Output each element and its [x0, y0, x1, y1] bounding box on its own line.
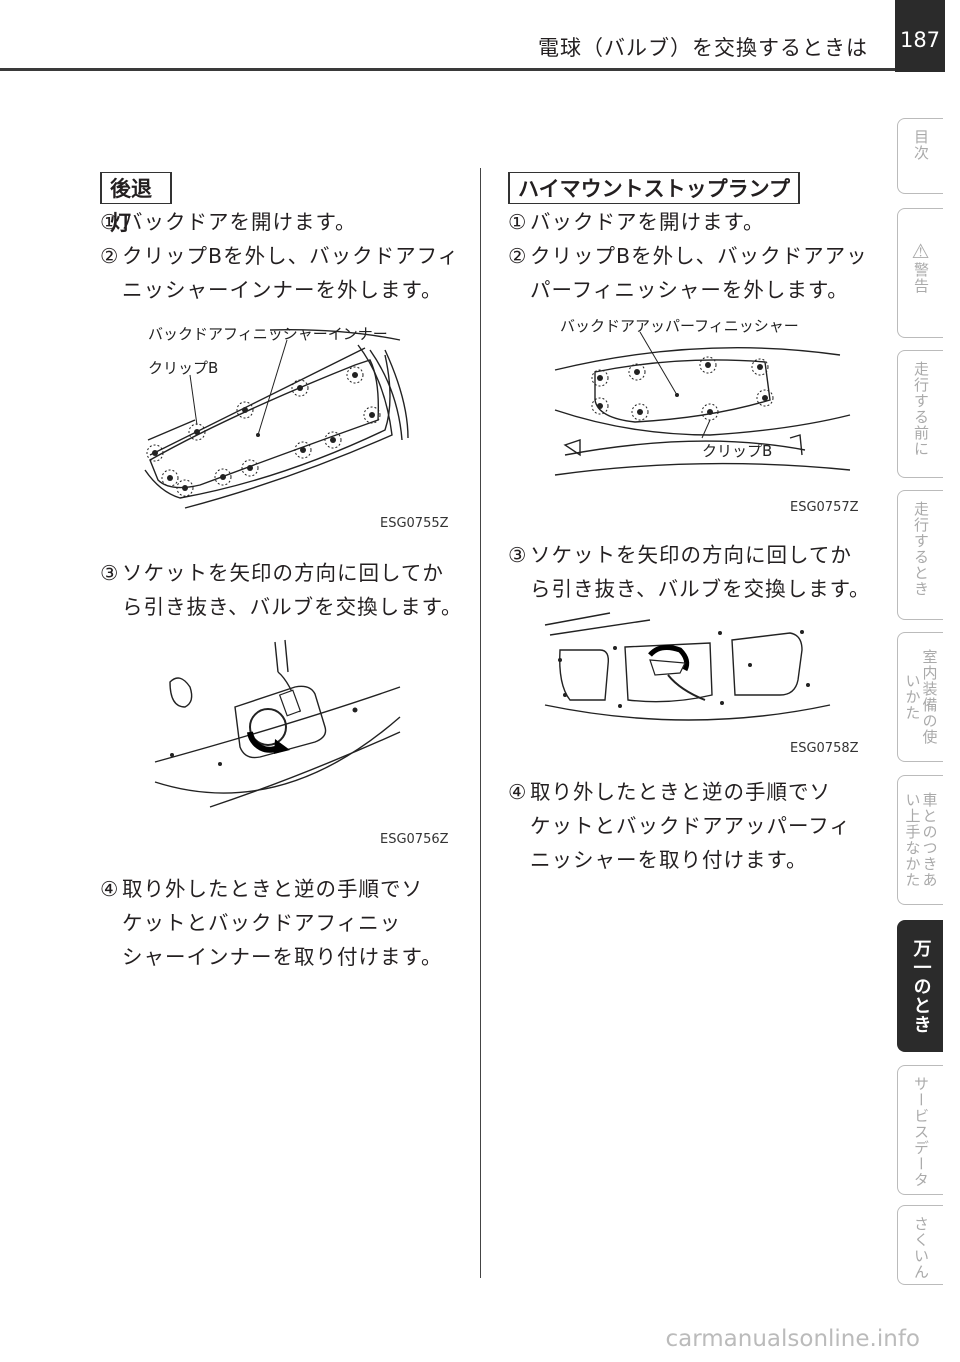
figure-code: ESG0757Z [790, 500, 859, 515]
tab-interior[interactable]: 室内装備の使いかた [897, 632, 943, 762]
section-title: 電球（バルブ）を交換するときは [538, 36, 868, 60]
header-rule [0, 68, 895, 71]
column-divider [480, 168, 481, 1278]
left-heading: 後退灯 [100, 172, 172, 235]
page-header: 電球（バルブ）を交換するときは 187 [0, 0, 960, 74]
figure-code: ESG0758Z [790, 741, 859, 756]
page-number: 187 [895, 0, 945, 72]
tab-driving[interactable]: 走行するとき [897, 490, 943, 620]
tab-before-driving[interactable]: 走行する前に [897, 350, 943, 478]
figure-socket-right [540, 605, 860, 735]
right-heading: ハイマウントストップランプ [508, 172, 800, 204]
figure-code: ESG0755Z [380, 516, 449, 531]
tab-warning[interactable]: ⚠ 警告 [897, 208, 943, 338]
fig-label-upper-finisher: バックドアアッパーフィニッシャー [560, 317, 799, 335]
tab-index[interactable]: さくいん [897, 1205, 943, 1285]
tab-car-tips[interactable]: 車とのつきあい上手なかた [897, 775, 943, 905]
figure-code: ESG0756Z [380, 832, 449, 847]
warning-icon: ⚠ [911, 239, 930, 263]
tab-contents[interactable]: 目次 [897, 118, 943, 194]
figure-finisher-inner: バックドアフィニッシャーインナー クリップB [140, 320, 460, 520]
fig-label-clip: クリップB [148, 359, 219, 377]
figure-upper-finisher: バックドアアッパーフィニッシャー クリップB [550, 310, 860, 490]
fig-label-clip: クリップB [702, 442, 773, 460]
tab-emergency[interactable]: 万一のとき [897, 920, 943, 1052]
fig-label-finisher: バックドアフィニッシャーインナー [148, 325, 388, 343]
tab-service-data[interactable]: サービスデータ [897, 1065, 943, 1195]
watermark: carmanualsonline.info [665, 1326, 920, 1352]
figure-socket-left [150, 632, 460, 822]
